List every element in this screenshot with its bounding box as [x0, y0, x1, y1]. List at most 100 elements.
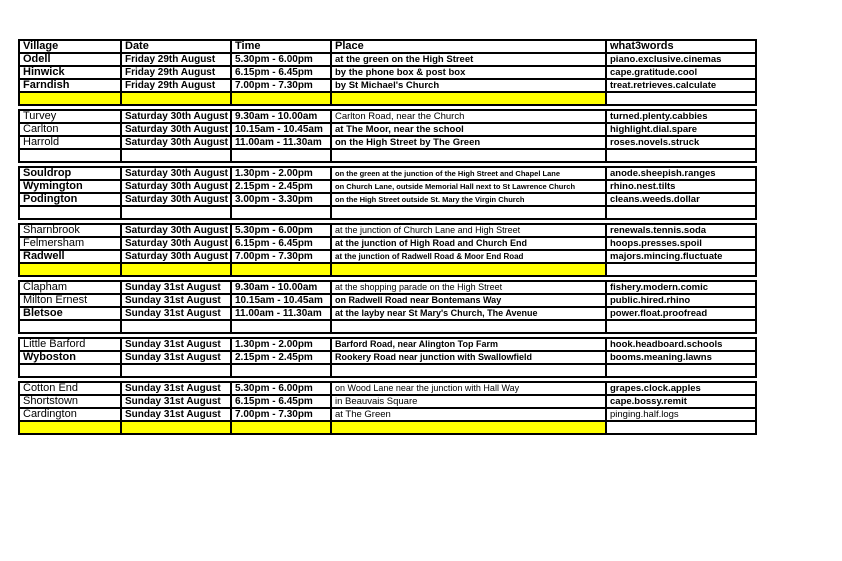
spacer-cell — [330, 420, 607, 435]
spacer-cell — [230, 148, 332, 163]
cell-time: 3.00pm - 3.30pm — [230, 192, 332, 207]
cell-time: 2.15pm - 2.45pm — [230, 350, 332, 365]
cell-place: on Radwell Road near Bontemans Way — [330, 293, 607, 308]
cell-w3w: highlight.dial.spare — [605, 122, 757, 137]
cell-w3w: treat.retrieves.calculate — [605, 78, 757, 93]
spacer-row — [18, 319, 757, 334]
cell-time: 11.00am - 11.30am — [230, 135, 332, 150]
cell-w3w: cleans.weeds.dollar — [605, 192, 757, 207]
spacer-cell — [230, 363, 332, 378]
column-header-w3w: what3words — [605, 39, 757, 54]
cell-w3w: rhino.nest.tilts — [605, 179, 757, 194]
spacer-cell — [120, 148, 232, 163]
spacer-cell — [330, 363, 607, 378]
cell-time: 9.30am - 10.00am — [230, 109, 332, 124]
cell-time: 6.15pm - 6.45pm — [230, 65, 332, 80]
cell-date: Saturday 30th August — [120, 192, 232, 207]
spacer-cell — [18, 148, 122, 163]
spacer-cell — [120, 363, 232, 378]
cell-date: Sunday 31st August — [120, 381, 232, 396]
cell-time: 7.00pm - 7.30pm — [230, 249, 332, 264]
cell-time: 9.30am - 10.00am — [230, 280, 332, 295]
cell-place: Barford Road, near Alington Top Farm — [330, 337, 607, 352]
spacer-cell — [230, 319, 332, 334]
spacer-cell — [605, 91, 757, 106]
cell-village: Souldrop — [18, 166, 122, 181]
cell-village: Farndish — [18, 78, 122, 93]
cell-village: Radwell — [18, 249, 122, 264]
spacer-row — [18, 262, 757, 277]
cell-date: Sunday 31st August — [120, 337, 232, 352]
cell-date: Saturday 30th August — [120, 249, 232, 264]
cell-time: 10.15am - 10.45am — [230, 122, 332, 137]
cell-village: Carlton — [18, 122, 122, 137]
cell-w3w: public.hired.rhino — [605, 293, 757, 308]
cell-date: Saturday 30th August — [120, 122, 232, 137]
cell-w3w: hoops.presses.spoil — [605, 236, 757, 251]
cell-w3w: booms.meaning.lawns — [605, 350, 757, 365]
cell-date: Saturday 30th August — [120, 236, 232, 251]
cell-time: 1.30pm - 2.00pm — [230, 166, 332, 181]
spacer-cell — [605, 420, 757, 435]
cell-date: Sunday 31st August — [120, 293, 232, 308]
spacer-cell — [605, 262, 757, 277]
spacer-row — [18, 363, 757, 378]
cell-place: on the High Street by The Green — [330, 135, 607, 150]
cell-village: Cotton End — [18, 381, 122, 396]
cell-time: 6.15pm - 6.45pm — [230, 236, 332, 251]
column-header-date: Date — [120, 39, 232, 54]
cell-place: at the green on the High Street — [330, 52, 607, 67]
cell-place: at the layby near St Mary's Church, The … — [330, 306, 607, 321]
cell-village: Sharnbrook — [18, 223, 122, 238]
spacer-cell — [18, 363, 122, 378]
cell-place: on Wood Lane near the junction with Hall… — [330, 381, 607, 396]
cell-time: 1.30pm - 2.00pm — [230, 337, 332, 352]
cell-date: Sunday 31st August — [120, 350, 232, 365]
cell-village: Podington — [18, 192, 122, 207]
cell-place: by the phone box & post box — [330, 65, 607, 80]
cell-w3w: grapes.clock.apples — [605, 381, 757, 396]
cell-place: Carlton Road, near the Church — [330, 109, 607, 124]
spacer-row — [18, 420, 757, 435]
cell-place: by St Michael's Church — [330, 78, 607, 93]
cell-time: 2.15pm - 2.45pm — [230, 179, 332, 194]
spacer-cell — [605, 205, 757, 220]
spacer-row — [18, 148, 757, 163]
spacer-cell — [330, 262, 607, 277]
cell-w3w: fishery.modern.comic — [605, 280, 757, 295]
cell-village: Harrold — [18, 135, 122, 150]
cell-time: 6.15pm - 6.45pm — [230, 394, 332, 409]
cell-w3w: roses.novels.struck — [605, 135, 757, 150]
cell-w3w: pinging.half.logs — [605, 407, 757, 422]
cell-w3w: cape.gratitude.cool — [605, 65, 757, 80]
cell-date: Friday 29th August — [120, 78, 232, 93]
cell-place: at the junction of High Road and Church … — [330, 236, 607, 251]
cell-village: Hinwick — [18, 65, 122, 80]
cell-w3w: majors.mincing.fluctuate — [605, 249, 757, 264]
spacer-cell — [18, 420, 122, 435]
cell-village: Wymington — [18, 179, 122, 194]
cell-place: at The Green — [330, 407, 607, 422]
cell-w3w: cape.bossy.remit — [605, 394, 757, 409]
cell-place: at the junction of Church Lane and High … — [330, 223, 607, 238]
column-header-village: Village — [18, 39, 122, 54]
cell-date: Saturday 30th August — [120, 223, 232, 238]
